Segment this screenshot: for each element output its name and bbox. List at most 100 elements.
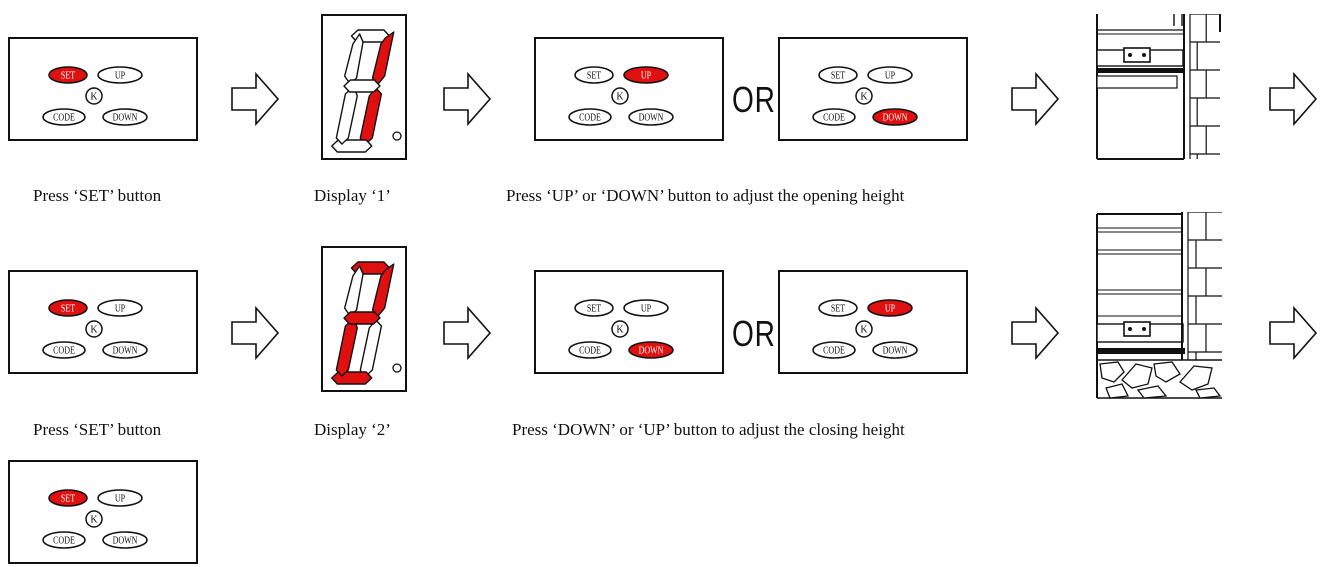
right-arrow-icon [442,71,492,127]
keypad-press-up-row2: SET UP CODE DOWN K [778,270,968,374]
code-key-label: CODE [53,345,75,356]
down-key: DOWN [102,531,148,549]
segment-f [343,265,364,317]
right-arrow-icon [1268,71,1318,127]
set-key: SET [818,66,858,84]
k-indicator: K [611,320,629,338]
down-key-label: DOWN [113,345,138,356]
keypad-press-set-row2: SET UP CODE DOWN K [8,270,198,374]
set-key-label: SET [61,303,76,314]
arrow-shape [1269,305,1318,361]
set-key-label: SET [61,493,76,504]
motor-box [1123,321,1151,337]
code-key: CODE [812,341,856,359]
down-key-label: DOWN [113,112,138,123]
k-indicator: K [85,320,103,338]
k-indicator: K [855,87,873,105]
arrow-shape [1011,71,1060,127]
or-label: OR [732,79,776,120]
set-key: SET [48,299,88,317]
up-key-label: UP [641,303,651,314]
set-key: SET [818,299,858,317]
up-key: UP [867,66,913,84]
up-key-label: UP [885,303,895,314]
code-key-label: CODE [53,535,75,546]
set-key-label: SET [831,70,846,81]
down-key: DOWN [872,108,918,126]
arrow-shape [443,305,492,361]
up-key: UP [623,66,669,84]
set-key-label: SET [587,70,602,81]
right-arrow-icon [1010,305,1060,361]
door-opening-illustration [1096,14,1226,160]
decimal-point [392,363,402,373]
keypad-panel [8,270,198,374]
keypad-panel [8,460,198,564]
set-key: SET [48,489,88,507]
up-key: UP [97,299,143,317]
code-key-label: CODE [579,112,601,123]
or-label: OR [732,313,776,354]
keypad-panel [8,37,198,141]
down-key-label: DOWN [883,112,908,123]
set-key-label: SET [831,303,846,314]
right-arrow-icon [442,305,492,361]
k-label: K [90,92,98,103]
up-key: UP [97,66,143,84]
k-label: K [616,92,624,103]
k-label: K [616,325,624,336]
keypad-press-set-row3: SET UP CODE DOWN K [8,460,198,564]
set-key: SET [574,299,614,317]
caption-display-2: Display ‘2’ [314,420,391,439]
down-key: DOWN [628,108,674,126]
up-key: UP [97,489,143,507]
caption-display-1: Display ‘1’ [314,186,391,205]
up-key: UP [867,299,913,317]
caption-adjust-closing: Press ‘DOWN’ or ‘UP’ button to adjust th… [512,420,905,439]
seven-segment-display-1 [321,14,407,160]
code-key: CODE [42,531,86,549]
code-key: CODE [42,341,86,359]
down-key-label: DOWN [639,345,664,356]
code-key-label: CODE [579,345,601,356]
segment-f [343,33,364,85]
down-key: DOWN [872,341,918,359]
set-key: SET [48,66,88,84]
right-arrow-icon [230,71,280,127]
segment-d [331,139,373,153]
code-key: CODE [42,108,86,126]
right-arrow-icon [1268,305,1318,361]
caption-press-set: Press ‘SET’ button [33,420,162,439]
seven-segment-display-2 [321,246,407,392]
code-key-label: CODE [53,112,75,123]
segment-g [343,311,381,325]
up-key-label: UP [885,70,895,81]
door-closing-illustration [1096,212,1226,400]
up-key-label: UP [115,493,125,504]
down-key-label: DOWN [113,535,138,546]
keypad-panel [534,37,724,141]
k-label: K [860,325,868,336]
keypad-press-up-row1: SET UP CODE DOWN K [534,37,724,141]
set-key-label: SET [587,303,602,314]
keypad-panel [534,270,724,374]
brick-wall [1181,212,1222,360]
motor-box [1123,47,1151,63]
up-key-label: UP [115,303,125,314]
keypad-panel [778,37,968,141]
k-label: K [860,92,868,103]
caption-press-set: Press ‘SET’ button [33,186,162,205]
segment-g [343,79,381,93]
down-key-label: DOWN [639,112,664,123]
code-key: CODE [568,108,612,126]
right-arrow-icon [230,305,280,361]
set-key: SET [574,66,614,84]
decimal-point [392,131,402,141]
keypad-press-down-row2: SET UP CODE DOWN K [534,270,724,374]
arrow-shape [231,305,280,361]
k-indicator: K [85,510,103,528]
code-key: CODE [812,108,856,126]
up-key: UP [623,299,669,317]
keypad-press-down-row1: SET UP CODE DOWN K [778,37,968,141]
arrow-shape [443,71,492,127]
